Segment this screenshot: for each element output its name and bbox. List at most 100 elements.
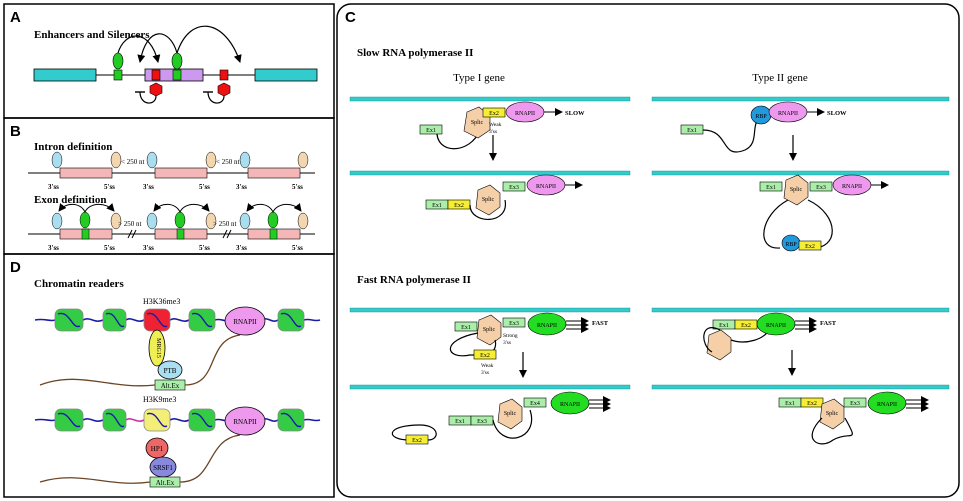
ex2-label: Ex2 [480, 353, 490, 359]
ss5-label: 5'ss [199, 244, 210, 252]
nucleosome [277, 308, 305, 332]
exon-box [59, 167, 113, 179]
splic-label: Splic [482, 197, 495, 203]
dna-strand [349, 170, 631, 176]
sr-factor [79, 211, 91, 229]
splic-label: Splic [504, 411, 517, 417]
splic-label: Splic [483, 327, 496, 333]
intron-length-label: < 250 nt [216, 158, 239, 166]
panel-b-letter: B [10, 123, 21, 140]
nucleosome [188, 308, 216, 332]
dna-strand [349, 307, 631, 313]
ex1-label: Ex1 [687, 128, 697, 134]
ss5-label: 5'ss [199, 183, 210, 191]
ss3-label: 3'ss [489, 129, 497, 135]
panel-a-letter: A [10, 9, 21, 26]
dna-strand [651, 384, 950, 390]
chromatin-readers-title: Chromatin readers [34, 278, 124, 290]
type-i-gene-label: Type I gene [453, 72, 505, 84]
enhancer-factor [112, 52, 124, 70]
ex1-label: Ex1 [766, 185, 776, 191]
rnapii-label: RNAPII [766, 323, 786, 329]
ese-element [81, 228, 90, 240]
rnapii-fast [756, 312, 796, 336]
fast-label: FAST [820, 320, 837, 327]
panel-a: A Enhancers and Silencers [10, 9, 318, 104]
rnapii-label: RNAPII [877, 402, 897, 408]
intron-length-label: < 250 nt [121, 158, 144, 166]
ptb [157, 360, 183, 380]
h3k9me3-label: H3K9me3 [143, 395, 176, 404]
rnapii-bottom [224, 406, 266, 436]
exon-left [33, 68, 97, 82]
ex3-label: Ex3 [850, 401, 860, 407]
u1-factor [205, 151, 217, 169]
ese-element [176, 228, 185, 240]
exon-right [254, 68, 318, 82]
enhancer-element [113, 69, 123, 81]
u1-factor [110, 212, 122, 230]
nucleosome [54, 308, 84, 332]
panel-c-frame [336, 3, 960, 498]
exon-definition-title: Exon definition [34, 194, 106, 206]
u1-factor [110, 151, 122, 169]
panel-a-frame [3, 3, 335, 119]
ex1-label: Ex1 [461, 325, 471, 331]
ex3-label: Ex3 [477, 419, 487, 425]
nucleosome-h3k9me3 [143, 408, 171, 432]
silencer-factor [149, 82, 163, 97]
ese-element [269, 228, 278, 240]
srsf1-label: SRSF1 [153, 464, 173, 472]
panel-d: D Chromatin readers H3K36me3 H3K9me3 RNA… [10, 259, 321, 488]
ss5-label: 5'ss [104, 183, 115, 191]
panel-c-letter: C [345, 9, 356, 26]
slow-label: SLOW [827, 110, 847, 117]
rnapii-label: RNAPII [515, 111, 535, 117]
sr-factor [174, 211, 186, 229]
strong-label: Strong [503, 333, 518, 339]
rbp-label: RBP [785, 242, 797, 248]
nucleosome [102, 408, 127, 432]
nucleosome [277, 408, 305, 432]
rnapii-label: RNAPII [233, 318, 257, 326]
ss3-label: 3'ss [236, 183, 247, 191]
rbp-label: RBP [755, 114, 767, 120]
slow-polymerase-title: Slow RNA polymerase II [357, 47, 473, 59]
ex1-label: Ex1 [426, 128, 436, 134]
ex2-label: Ex2 [741, 323, 751, 329]
spliceosome [819, 398, 845, 430]
spliceosome [475, 184, 501, 216]
splic-label: Splic [790, 187, 803, 193]
mrg15 [148, 329, 166, 367]
splic-label: Splic [826, 411, 839, 417]
hp1-label: HP1 [151, 445, 164, 453]
dna-strand [651, 170, 950, 176]
mrg15-label: MRG15 [155, 338, 161, 358]
splic-label: Splic [471, 120, 484, 126]
u2af-factor [239, 212, 251, 230]
u2af-factor [51, 212, 63, 230]
rnapii-label: RNAPII [536, 184, 556, 190]
panel-d-letter: D [10, 259, 21, 276]
type-ii-gene-label: Type II gene [752, 72, 808, 84]
silencer-factor [217, 82, 231, 97]
u2af-factor [51, 151, 63, 169]
spliceosome [476, 314, 502, 346]
u2af-factor [146, 151, 158, 169]
nucleosome [54, 408, 84, 432]
spliceosome [706, 329, 732, 361]
rnapii-label: RNAPII [842, 184, 862, 190]
ex2-label: Ex2 [489, 111, 499, 117]
intron-definition-title: Intron definition [34, 141, 112, 153]
h3k36me3-label: H3K36me3 [143, 297, 180, 306]
weak-label: Weak [489, 122, 502, 128]
intron-length-label: > 250 nt [213, 220, 236, 228]
silencer-element [219, 69, 229, 81]
ex1-label: Ex1 [432, 203, 442, 209]
ss3-label: 3'ss [48, 244, 59, 252]
alt-exon-label: Alt.Ex [161, 382, 180, 390]
panel-d-frame [3, 253, 335, 498]
silencer-element [151, 69, 161, 81]
panel-c: C Slow RNA polymerase II Type I gene Typ… [345, 9, 950, 445]
